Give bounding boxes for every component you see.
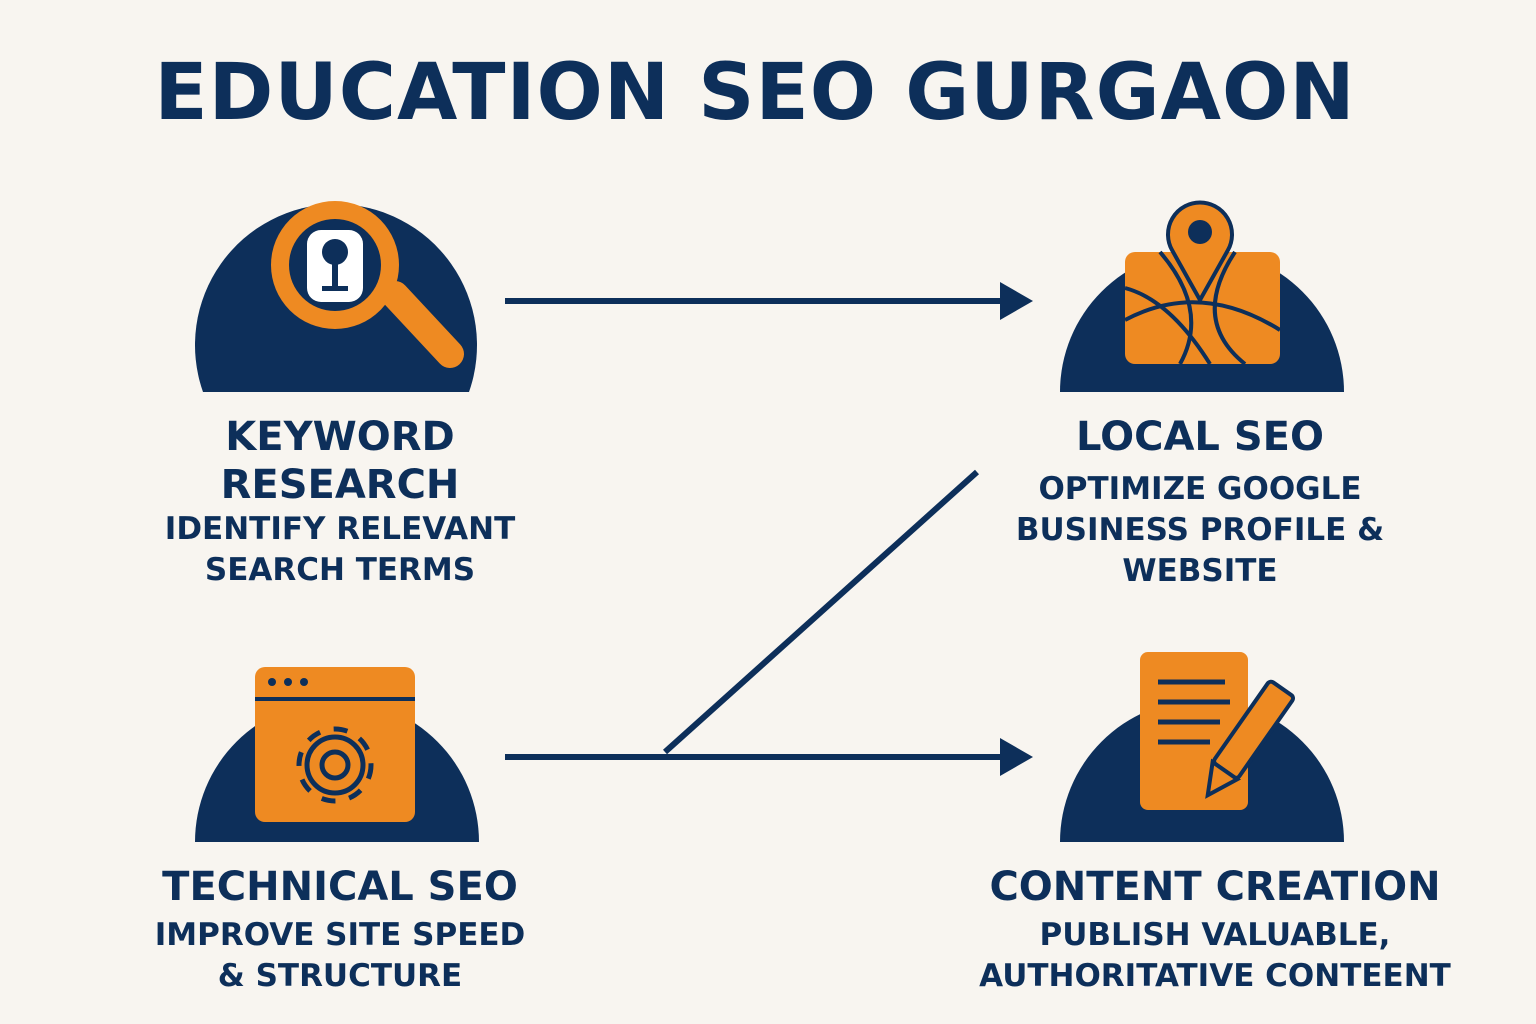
node-desc-line2: AUTHORITATIVE CONTEENT: [979, 958, 1451, 994]
node-desc-line1: OPTIMIZE GOOGLE: [1038, 471, 1362, 507]
node-desc-line2: SEARCH TERMS: [204, 552, 476, 588]
node-desc-line2: BUSINESS PROFILE &: [1015, 512, 1385, 548]
node-title: TECHNICAL SEO: [162, 864, 518, 910]
page-title: EDUCATION SEO GURGAON: [154, 48, 1356, 138]
node-keyword-research: KEYWORD RESEARCH IDENTIFY RELEVANT SEARC…: [150, 170, 530, 591]
magnifier-icon: [195, 201, 478, 392]
node-title-line1: KEYWORD: [225, 414, 455, 460]
node-desc-line1: PUBLISH VALUABLE,: [1039, 917, 1391, 953]
node-desc-line3: WEBSITE: [1122, 553, 1278, 589]
node-local-seo: LOCAL SEO OPTIMIZE GOOGLE BUSINESS PROFI…: [1010, 170, 1390, 592]
node-desc-line1: IMPROVE SITE SPEED: [154, 917, 526, 953]
arrowhead-content: [1000, 738, 1033, 776]
node-technical-seo: TECHNICAL SEO IMPROVE SITE SPEED & STRUC…: [140, 617, 540, 997]
node-title-line2: RESEARCH: [220, 462, 460, 508]
diagonal-connector: [662, 469, 980, 755]
node-title: LOCAL SEO: [1076, 414, 1324, 460]
node-desc-line2: & STRUCTURE: [217, 958, 463, 994]
arrowhead-local: [1000, 282, 1033, 320]
node-title: CONTENT CREATION: [989, 864, 1441, 910]
node-desc-line1: IDENTIFY RELEVANT: [164, 511, 516, 547]
browser-gear-icon: [195, 667, 479, 842]
map-pin-icon: [1060, 200, 1344, 392]
document-pencil-icon: [1060, 652, 1344, 842]
node-content-creation: CONTENT CREATION PUBLISH VALUABLE, AUTHO…: [955, 617, 1475, 997]
